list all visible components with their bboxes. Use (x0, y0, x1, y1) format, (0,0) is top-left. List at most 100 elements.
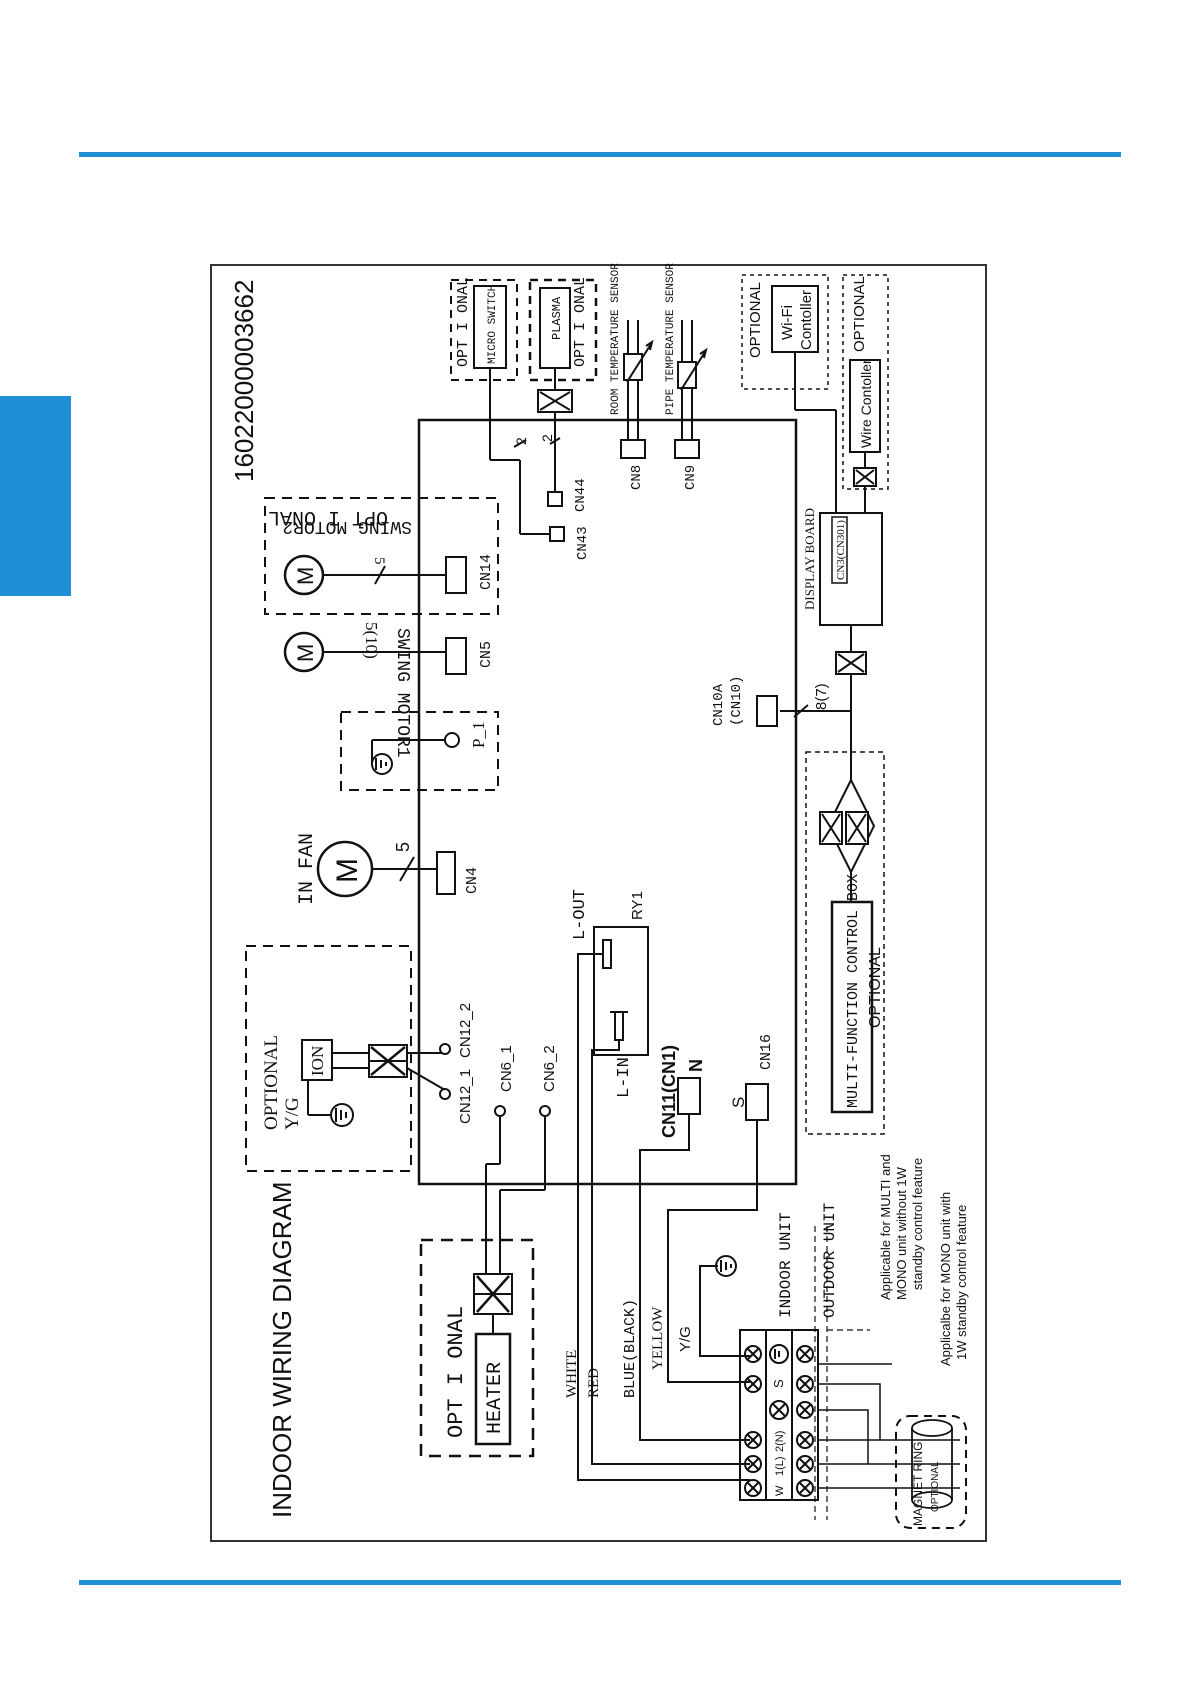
relay-l-in-contact (614, 1011, 624, 1041)
ion-box (301, 1039, 333, 1081)
cn12-1-terminal (439, 1088, 451, 1100)
wifi-label: Wi-Fi (779, 305, 796, 340)
cn6-1-terminal (494, 1105, 506, 1117)
ion-yg-label: Y/G (282, 1097, 303, 1130)
note-multi-line3: standby control feature (910, 1158, 925, 1290)
mfcb-box (830, 900, 874, 1114)
swing-motor2-optional-box (264, 497, 499, 615)
cn14-connector (445, 556, 467, 594)
plasma-wire-count: 2 (539, 434, 555, 442)
yellow-wire-label: YELLOW (650, 1306, 666, 1370)
micro-switch-optional-box (450, 279, 518, 381)
cn4-label: CN4 (464, 867, 481, 894)
cn44-label: CN44 (573, 478, 589, 512)
cn4-connector (436, 851, 456, 895)
part-number: 16022000003662 (229, 280, 259, 482)
micro-switch-optional-label: OPT I ONAL (455, 277, 472, 367)
swing-motor1-wire-count: 5(10) (362, 622, 381, 659)
cn43-connector (549, 526, 565, 542)
in-fan-wire-count: 5 (393, 842, 413, 852)
p1-terminal (444, 732, 460, 748)
note-mono-line1: Applicalbe for MONO unit with (938, 1192, 953, 1366)
red-wire-label: RED (586, 1368, 602, 1398)
micro-switch-label: MICRO SWITCH (487, 285, 499, 364)
swing-motor1-label: SWING MOTOR1 (392, 628, 412, 758)
room-sensor-body (623, 353, 643, 381)
heater-optional-box (419, 1238, 535, 1458)
mfcb-label: MULTI-FUNCTION CONTROL BOX (845, 874, 862, 1108)
l-in-label: L-IN (615, 1057, 634, 1098)
cn16-connector (745, 1083, 769, 1121)
note-multi-line1: Applicable for MULTI and (878, 1154, 893, 1300)
ry1-label: RY1 (629, 891, 646, 920)
display-conn-label-box (831, 516, 848, 584)
wifi-optional-box (741, 274, 829, 390)
diagram-title: INDOOR WIRING DIAGRAM (267, 1181, 297, 1518)
wire-ctrl-optional-label: OPTIONAL (851, 276, 868, 352)
cn10a-label: CN10A (711, 683, 727, 726)
ion-optional-box (245, 945, 412, 1172)
display-wire-count: 8(7) (813, 683, 830, 710)
terminal-w-label: W (774, 1485, 786, 1496)
swing-motor1-symbol: M (293, 644, 318, 662)
blue-black-wire-label: BLUE(BLACK) (622, 1299, 639, 1398)
cn5-connector (445, 637, 467, 675)
pipe-sensor-label: PIPE TEMPERATURE SENSOR (665, 263, 677, 415)
wifi-controller-label: Contoller (798, 290, 815, 350)
cn8-label: CN8 (629, 465, 645, 490)
swing-motor2-optional-label: OPT I ONAL (268, 505, 388, 528)
relay-ry1 (593, 926, 649, 1056)
in-fan-motor-symbol: M (331, 858, 364, 883)
cn12-1-label: CN12_1 (457, 1069, 474, 1124)
display-conn-label: CN3(CN301) (835, 520, 847, 580)
cn6-2-label: CN6_2 (541, 1045, 558, 1092)
cn5-label: CN5 (478, 641, 495, 668)
mfcb-optional-box (805, 751, 885, 1135)
cn16-s-label: S (729, 1097, 748, 1108)
diagram-frame (210, 264, 987, 1542)
top-rule (79, 152, 1121, 157)
swing-motor2-wire-count: 5 (371, 557, 387, 565)
magnet-ring-icon (911, 1419, 953, 1437)
magnet-ring-optional-label: OPTIONAL (930, 1461, 941, 1512)
terminal-s-label: S (771, 1379, 786, 1388)
swing-motor2-symbol: M (293, 567, 318, 585)
cn6-1-label: CN6_1 (498, 1045, 515, 1092)
cn12-2-label: CN12_2 (457, 1003, 474, 1058)
terminal-block-outdoor (791, 1329, 819, 1501)
p1-optional-box (340, 711, 499, 791)
wire-ctrl-label: Wire Contoller (858, 359, 874, 448)
cn8-connector (620, 439, 646, 459)
note-multi-line2: MONO unit without 1W (894, 1166, 909, 1300)
heater-label: HEATER (484, 1362, 507, 1434)
swing-motor2-label: SWING MOTOR2 (282, 516, 412, 536)
cn6-2-terminal (539, 1105, 551, 1117)
plasma-optional-label: OPT I ONAL (572, 277, 589, 367)
heater-optional-label: OPT I ONAL (444, 1306, 469, 1438)
in-fan-label: IN FAN (296, 833, 319, 905)
cn44-connector (547, 491, 563, 507)
cn9-connector (674, 439, 700, 459)
terminal-ground-icon (715, 1255, 737, 1277)
cn10a-connector (756, 695, 778, 727)
p1-label: P_1 (469, 722, 488, 748)
cn12-2-terminal (439, 1043, 451, 1055)
terminal-s-icon (769, 1400, 789, 1420)
pipe-sensor-body (677, 361, 697, 389)
mfcb-optional-label: OPTIONAL (867, 947, 884, 1028)
magnet-ring-optional-box (895, 1415, 967, 1529)
display-board-label: DISPLAY BOARD (802, 508, 817, 610)
terminal-2n-label: 2(N) (774, 1431, 786, 1452)
terminal-ground-block-icon (769, 1344, 789, 1364)
cn14-label: CN14 (478, 554, 495, 590)
cn11-label: CN11(CN1) (659, 1045, 679, 1138)
yg-wire-label: Y/G (677, 1326, 694, 1352)
cn43-label: CN43 (575, 526, 591, 560)
indoor-unit-label: INDOOR UNIT (777, 1212, 795, 1318)
l-out-label: L-OUT (571, 889, 590, 940)
ion-optional-label: OPTIONAL (261, 1035, 282, 1130)
rotated-content: INDOOR WIRING DIAGRAM 16022000003662 OPT… (229, 263, 969, 1529)
display-board (819, 512, 883, 626)
cn11-connector (677, 1077, 701, 1115)
